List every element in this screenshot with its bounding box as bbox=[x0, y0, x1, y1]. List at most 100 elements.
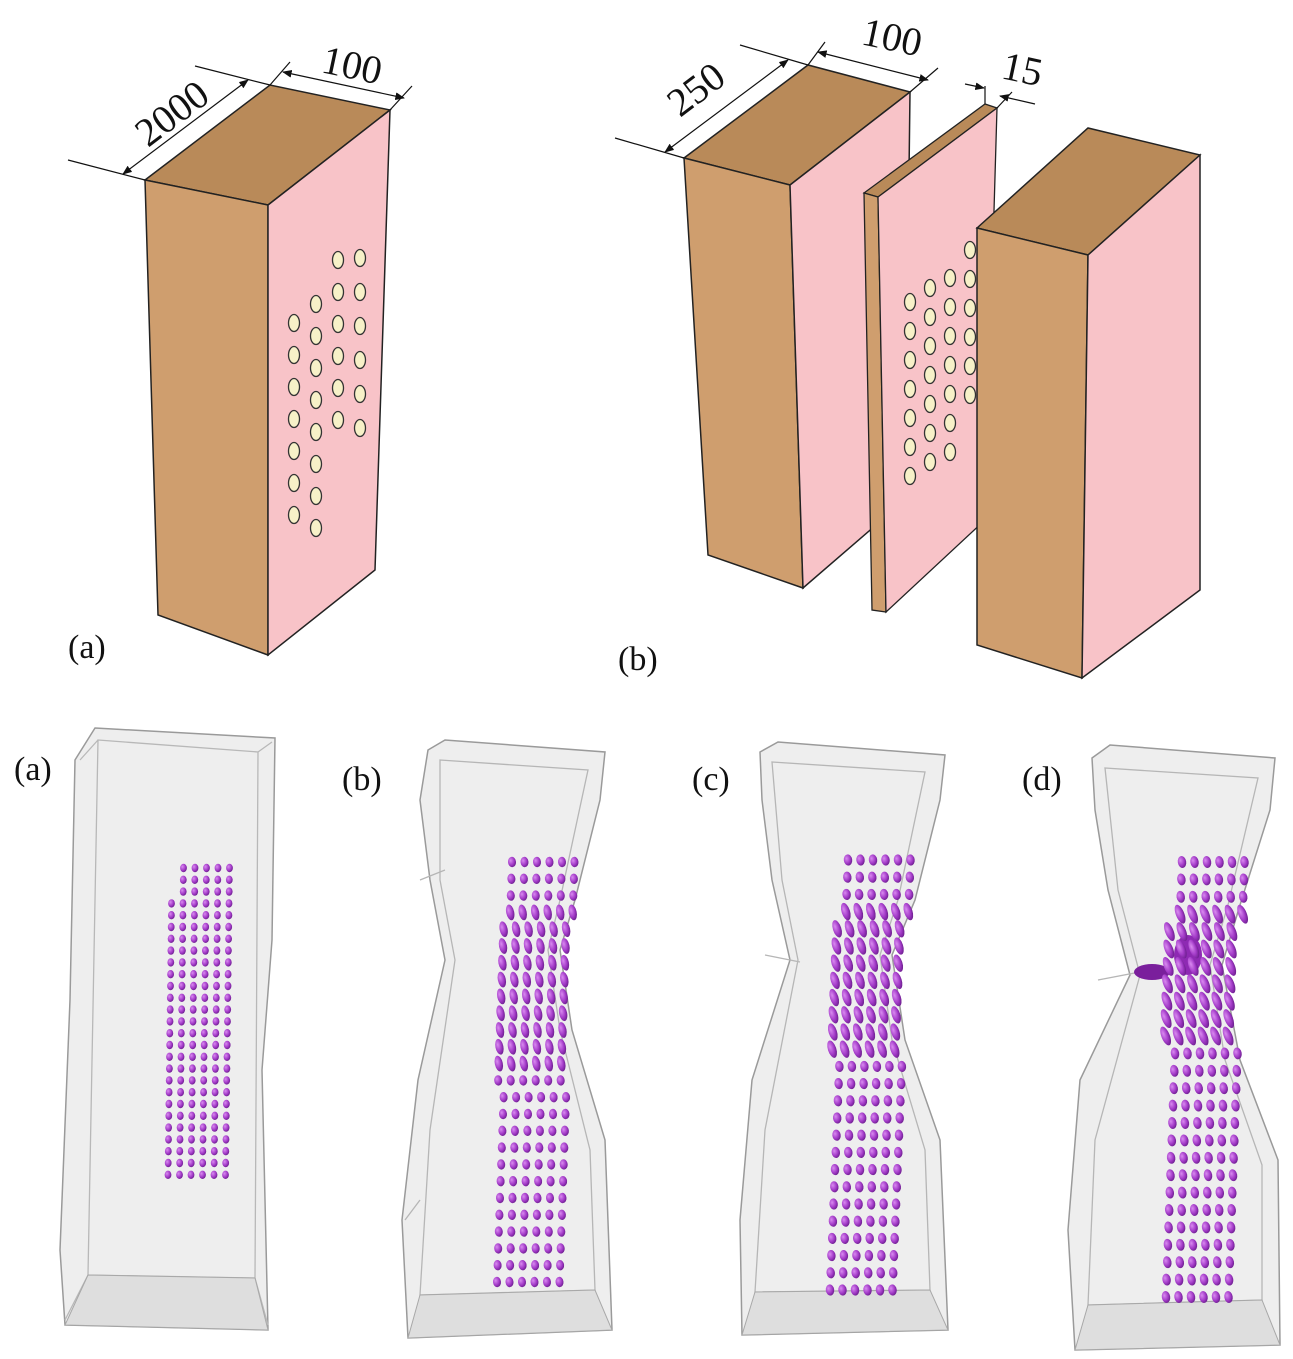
particle bbox=[200, 1099, 207, 1109]
top-panel-b-label: (b) bbox=[618, 641, 658, 678]
particle bbox=[828, 1006, 839, 1024]
particle bbox=[896, 1095, 905, 1107]
particle bbox=[177, 1040, 185, 1050]
particle bbox=[523, 1108, 533, 1120]
particle bbox=[1210, 1026, 1222, 1046]
particle bbox=[536, 921, 546, 938]
particle bbox=[201, 981, 209, 991]
particle bbox=[878, 1006, 889, 1024]
hole bbox=[309, 422, 323, 442]
particle bbox=[865, 1023, 876, 1041]
particle bbox=[1193, 1117, 1202, 1129]
particle bbox=[164, 1147, 172, 1156]
particle bbox=[1167, 1134, 1177, 1147]
hole bbox=[903, 408, 917, 428]
particle bbox=[1213, 1256, 1222, 1269]
particle bbox=[200, 1088, 208, 1097]
particle bbox=[202, 887, 210, 896]
particle bbox=[201, 1017, 208, 1026]
particle bbox=[1186, 1291, 1196, 1303]
particle bbox=[546, 988, 556, 1005]
particle bbox=[532, 1209, 541, 1220]
particle bbox=[546, 1005, 555, 1022]
particle bbox=[877, 1232, 887, 1244]
particle bbox=[881, 854, 890, 866]
hole bbox=[923, 307, 937, 327]
particle bbox=[543, 1260, 552, 1271]
particle bbox=[857, 920, 867, 938]
particle bbox=[1201, 1238, 1210, 1251]
particle bbox=[496, 1176, 505, 1187]
particle bbox=[544, 1055, 554, 1072]
particle bbox=[1176, 922, 1188, 942]
particle bbox=[519, 873, 528, 884]
particle bbox=[831, 1146, 841, 1158]
particle bbox=[508, 1022, 517, 1038]
particle bbox=[1194, 1082, 1203, 1095]
particle bbox=[494, 1055, 504, 1072]
particle bbox=[1213, 939, 1225, 959]
particle bbox=[1176, 1238, 1185, 1251]
particle bbox=[1205, 1134, 1214, 1147]
particle bbox=[522, 971, 532, 988]
particle bbox=[888, 1284, 897, 1296]
particle bbox=[880, 971, 890, 990]
hole bbox=[353, 316, 367, 336]
hole bbox=[903, 292, 917, 312]
bottom-panel-c-label: (c) bbox=[692, 761, 730, 798]
hole bbox=[903, 437, 917, 457]
particle bbox=[535, 1125, 544, 1136]
particle bbox=[1218, 1099, 1228, 1112]
particle bbox=[855, 971, 865, 990]
particle bbox=[1190, 856, 1199, 868]
particle bbox=[545, 1038, 554, 1055]
particle bbox=[536, 938, 545, 954]
particle bbox=[535, 971, 544, 988]
particle bbox=[854, 988, 865, 1007]
particle bbox=[519, 1226, 528, 1237]
particle bbox=[880, 954, 891, 972]
particle bbox=[841, 1215, 850, 1227]
particle bbox=[519, 1055, 529, 1072]
particle bbox=[222, 1123, 230, 1132]
particle bbox=[225, 946, 232, 955]
particle bbox=[556, 1243, 565, 1254]
particle bbox=[200, 1064, 208, 1073]
particle bbox=[547, 1142, 556, 1153]
particle bbox=[1174, 1273, 1184, 1286]
particle bbox=[1180, 1117, 1190, 1129]
particle bbox=[165, 1099, 173, 1109]
particle bbox=[840, 1023, 851, 1041]
hole bbox=[923, 452, 937, 472]
particle bbox=[881, 937, 892, 955]
particle bbox=[165, 1076, 173, 1085]
particle bbox=[827, 1040, 837, 1058]
particle bbox=[168, 911, 175, 920]
hole bbox=[923, 336, 937, 356]
particle bbox=[214, 899, 221, 908]
particle bbox=[225, 911, 233, 920]
particle bbox=[188, 1111, 196, 1121]
specimen-b-bottom-face bbox=[407, 1289, 613, 1339]
particle bbox=[520, 1192, 530, 1204]
particle bbox=[828, 1215, 838, 1227]
hole bbox=[309, 518, 323, 538]
particle bbox=[517, 1276, 527, 1288]
particle bbox=[178, 1017, 185, 1026]
particle bbox=[533, 1005, 543, 1022]
hole bbox=[903, 466, 917, 486]
particle bbox=[1226, 1221, 1236, 1234]
particle bbox=[1189, 873, 1199, 886]
particle bbox=[1182, 1064, 1192, 1077]
particle bbox=[890, 902, 901, 921]
particle bbox=[560, 954, 570, 971]
particle bbox=[512, 1092, 521, 1103]
particle bbox=[1225, 939, 1237, 959]
bottom-panel-a: (a) bbox=[14, 727, 276, 1331]
block-b-left-front-face bbox=[683, 157, 804, 590]
particle bbox=[894, 920, 905, 938]
particle bbox=[1205, 1117, 1215, 1129]
particle bbox=[210, 1147, 218, 1156]
hole bbox=[353, 282, 367, 302]
particle bbox=[190, 958, 198, 967]
